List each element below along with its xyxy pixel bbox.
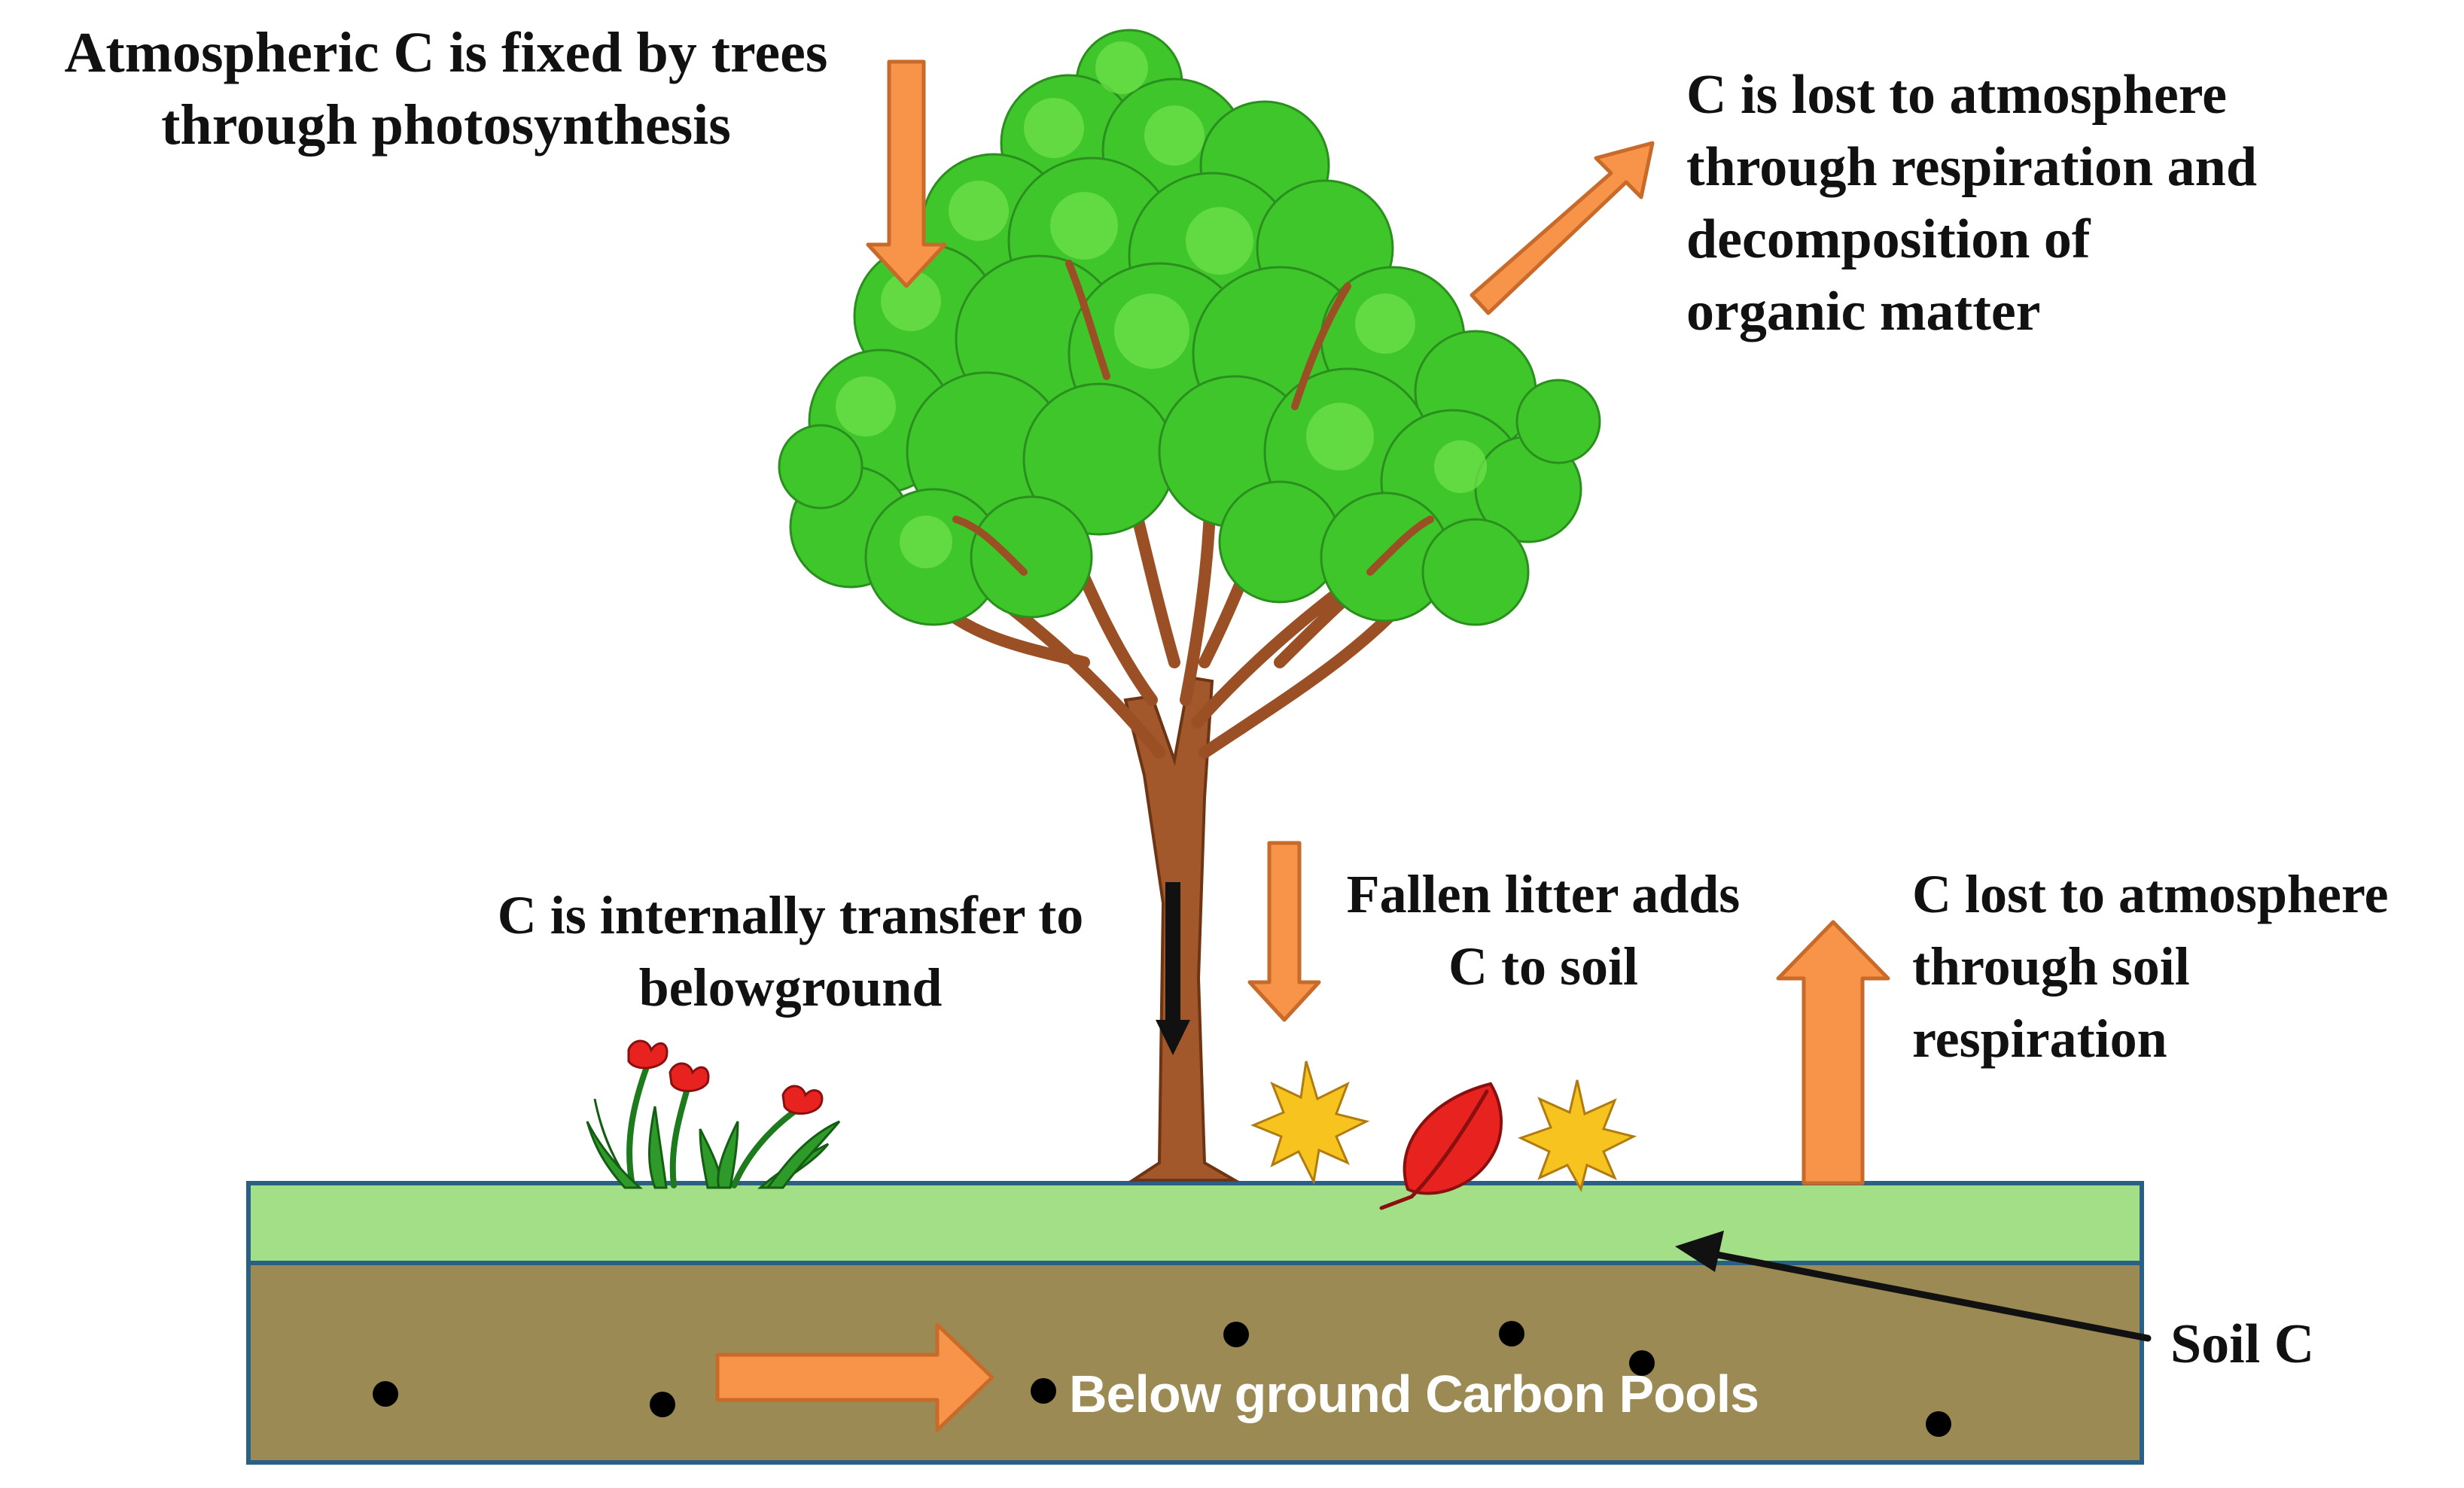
tree-icon	[778, 29, 1601, 1182]
soil-respiration-label: C lost to atmosphere through soil respir…	[1912, 864, 2389, 1069]
fallen-litter-label: Fallen litter adds C to soil	[1346, 864, 1741, 997]
soil-surface-layer	[246, 1181, 2144, 1265]
soil-c-label: Soil C	[2170, 1313, 2315, 1375]
respiration-arrow	[1470, 141, 1655, 315]
red-leaf-icon	[1379, 1082, 1503, 1210]
internal-transfer-arrow	[1156, 882, 1190, 1055]
below-ground-pools-label: Below ground Carbon Pools	[1069, 1365, 1759, 1423]
carbon-particle	[1223, 1322, 1249, 1347]
carbon-particle	[650, 1392, 675, 1417]
maple-leaf-icon	[1518, 1079, 1637, 1193]
soil-profile	[246, 1181, 2144, 1465]
arrows	[715, 59, 1890, 1432]
respiration-decomposition-label: C is lost to atmosphere through respirat…	[1686, 64, 2257, 342]
tree-canopy	[778, 29, 1601, 626]
carbon-particle	[1499, 1321, 1524, 1347]
photosynthesis-arrow	[866, 59, 947, 288]
carbon-particle	[1031, 1378, 1056, 1404]
carbon-particle	[1926, 1411, 1951, 1437]
carbon-particle	[373, 1381, 398, 1407]
litter-arrow	[1247, 841, 1321, 1022]
maple-leaf-icon	[1250, 1060, 1370, 1185]
photosynthesis-label: Atmospheric C is fixed by trees through …	[64, 21, 828, 157]
soil-respiration-arrow	[1776, 920, 1890, 1185]
soil-c-pointer-arrow	[1675, 1231, 2152, 1342]
carbon-particle	[1629, 1350, 1655, 1376]
soil-carbon-particles	[373, 1321, 1951, 1437]
belowground-pool-arrow	[715, 1322, 994, 1432]
flowers-icon	[586, 1039, 841, 1189]
soil-subsurface-layer	[246, 1261, 2144, 1465]
internal-transfer-label: C is internally transfer to belowground	[497, 885, 1084, 1018]
